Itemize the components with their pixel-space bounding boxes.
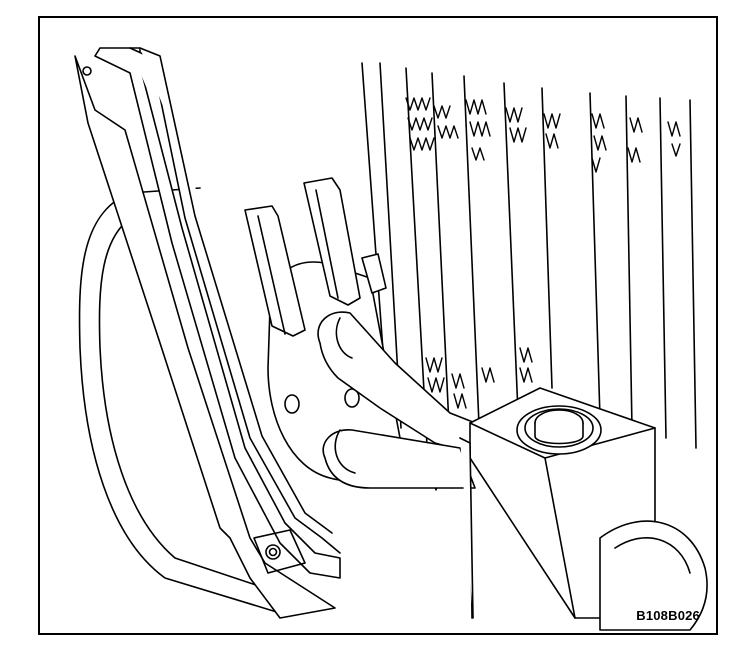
radiator-core	[361, 62, 697, 489]
lower-right-pulley	[599, 520, 708, 631]
illustration-frame: B108B026	[38, 16, 718, 635]
figure-id-label: B108B026	[636, 608, 700, 623]
fan-blade-tabs	[244, 177, 387, 337]
fastener	[253, 529, 306, 574]
technical-illustration	[74, 47, 708, 631]
